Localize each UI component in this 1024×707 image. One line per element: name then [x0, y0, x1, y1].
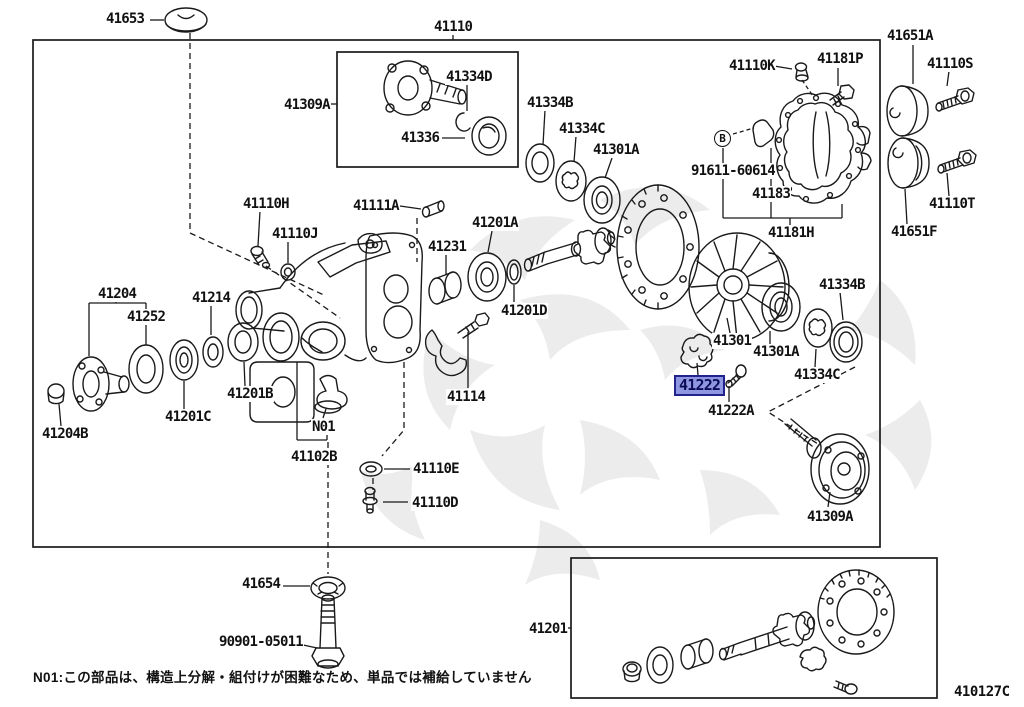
- part-label-41336[interactable]: 41336: [400, 130, 441, 146]
- part-drawing-41334c-washer-lower: [803, 308, 833, 348]
- part-label-41309a-2[interactable]: 41309A: [806, 509, 854, 525]
- part-label-41222-highlighted[interactable]: 41222: [674, 375, 726, 396]
- part-drawing-41231-spacer: [428, 271, 462, 305]
- part-drawing-drive-pinion-upper: [523, 227, 616, 272]
- part-drawing-41222-lock-plate: [680, 333, 714, 369]
- part-drawing-41334b-race-lower: [829, 321, 863, 363]
- part-drawing-41222a-bolt: [725, 364, 747, 389]
- subassembly-box-41309a: [336, 51, 519, 168]
- part-label-41201b[interactable]: 41201B: [226, 386, 274, 402]
- part-label-41214[interactable]: 41214: [191, 290, 232, 306]
- part-drawing-41110t-bolt: [937, 149, 977, 174]
- part-label-41201d[interactable]: 41201D: [500, 303, 548, 319]
- part-drawing-41204-flange-set: [47, 322, 259, 412]
- part-drawing-41201a-bearing: [467, 252, 507, 302]
- part-drawing-41201d-ring: [506, 259, 522, 285]
- part-drawing-41301a-bearing-lower: [761, 282, 801, 332]
- part-drawing-41110k-breather: [794, 62, 809, 82]
- part-label-41334c[interactable]: 41334C: [558, 121, 606, 137]
- part-drawing-41309a-flange-subassy: [383, 60, 507, 156]
- part-label-41309a[interactable]: 41309A: [283, 97, 331, 113]
- part-label-41231[interactable]: 41231: [427, 239, 468, 255]
- part-drawing-41181h-cover: [774, 92, 872, 204]
- part-label-41651f[interactable]: 41651F: [890, 224, 938, 240]
- part-label-41334c-2[interactable]: 41334C: [793, 367, 841, 383]
- part-label-41201a[interactable]: 41201A: [471, 215, 519, 231]
- part-label-41651a[interactable]: 41651A: [886, 28, 934, 44]
- part-drawing-41181p-bolt: [829, 84, 855, 106]
- part-label-41110k[interactable]: 41110K: [728, 58, 776, 74]
- part-drawing-41110h-bolt: [250, 245, 271, 269]
- part-label-41114[interactable]: 41114: [446, 389, 487, 405]
- part-label-41334b-2[interactable]: 41334B: [818, 277, 866, 293]
- part-drawing-41201-final-gear-kit: [622, 569, 895, 695]
- part-drawing-41654-washer: [310, 576, 346, 600]
- callout-b-circle[interactable]: B: [714, 130, 731, 147]
- part-label-90901-05011[interactable]: 90901-05011: [218, 634, 304, 650]
- part-label-n01[interactable]: N01: [311, 419, 336, 435]
- part-label-41334b[interactable]: 41334B: [526, 95, 574, 111]
- part-label-41252[interactable]: 41252: [126, 309, 167, 325]
- part-drawing-n01-breather-plug: [314, 374, 348, 414]
- main-border-box: [32, 39, 881, 548]
- part-drawing-41110e-plug: [359, 461, 383, 477]
- part-label-41110[interactable]: 41110: [433, 19, 474, 35]
- part-label-41110j[interactable]: 41110J: [271, 226, 319, 242]
- part-drawing-41301a-bearing-upper: [583, 176, 621, 224]
- part-label-41102b[interactable]: 41102B: [290, 449, 338, 465]
- part-drawing-41334c-washer-upper: [555, 160, 587, 202]
- part-label-41222a[interactable]: 41222A: [707, 403, 755, 419]
- part-drawing-90901-bolt: [311, 594, 345, 669]
- part-drawing-41301-diff-case: [688, 232, 790, 342]
- part-drawing-41111a-pin: [421, 200, 445, 218]
- part-label-41204[interactable]: 41204: [97, 286, 138, 302]
- part-label-41181h[interactable]: 41181H: [767, 225, 815, 241]
- part-label-91611-60614[interactable]: 91611-60614: [690, 163, 776, 179]
- part-drawing-41653-plug: [164, 7, 208, 33]
- part-label-41111a[interactable]: 41111A: [352, 198, 400, 214]
- part-drawing-41183-gasket: [752, 119, 775, 148]
- part-drawing-41110j-washer: [280, 263, 296, 281]
- part-drawing-41110s-bolt: [935, 87, 975, 112]
- part-label-41654[interactable]: 41654: [241, 576, 282, 592]
- part-label-41110s[interactable]: 41110S: [926, 56, 974, 72]
- part-label-41201c[interactable]: 41201C: [164, 409, 212, 425]
- part-label-41110e[interactable]: 41110E: [412, 461, 460, 477]
- part-drawing-41114-retainer: [424, 312, 490, 377]
- diagram-code: 410127C: [954, 684, 1010, 700]
- part-label-41653[interactable]: 41653: [105, 11, 146, 27]
- part-drawing-ring-gear-upper: [616, 184, 700, 310]
- part-drawing-41334b-bearing-upper: [525, 143, 555, 183]
- part-label-41301[interactable]: 41301: [712, 333, 753, 349]
- footnote-n01: N01:この部品は、構造上分解・組付けが困難なため、単品では補給していません: [33, 670, 532, 685]
- part-drawing-41651f-cushion: [887, 137, 930, 189]
- part-drawing-41110d-plug: [362, 486, 378, 514]
- part-label-41301a[interactable]: 41301A: [592, 142, 640, 158]
- part-label-41110h[interactable]: 41110H: [242, 196, 290, 212]
- part-drawing-41309a-axle-shaft: [784, 418, 870, 505]
- part-label-41183[interactable]: 41183: [751, 186, 792, 202]
- part-label-41334d[interactable]: 41334D: [445, 69, 493, 85]
- part-label-41110d[interactable]: 41110D: [411, 495, 459, 511]
- part-label-41110t[interactable]: 41110T: [928, 196, 976, 212]
- part-label-41201[interactable]: 41201: [528, 621, 569, 637]
- leader-lines: [58, 19, 950, 649]
- subassembly-box-41201: [570, 557, 938, 699]
- part-label-41301a-2[interactable]: 41301A: [752, 344, 800, 360]
- part-drawing-41651a-cushion: [886, 85, 929, 137]
- part-label-41204b[interactable]: 41204B: [41, 426, 89, 442]
- part-label-41181p[interactable]: 41181P: [816, 51, 864, 67]
